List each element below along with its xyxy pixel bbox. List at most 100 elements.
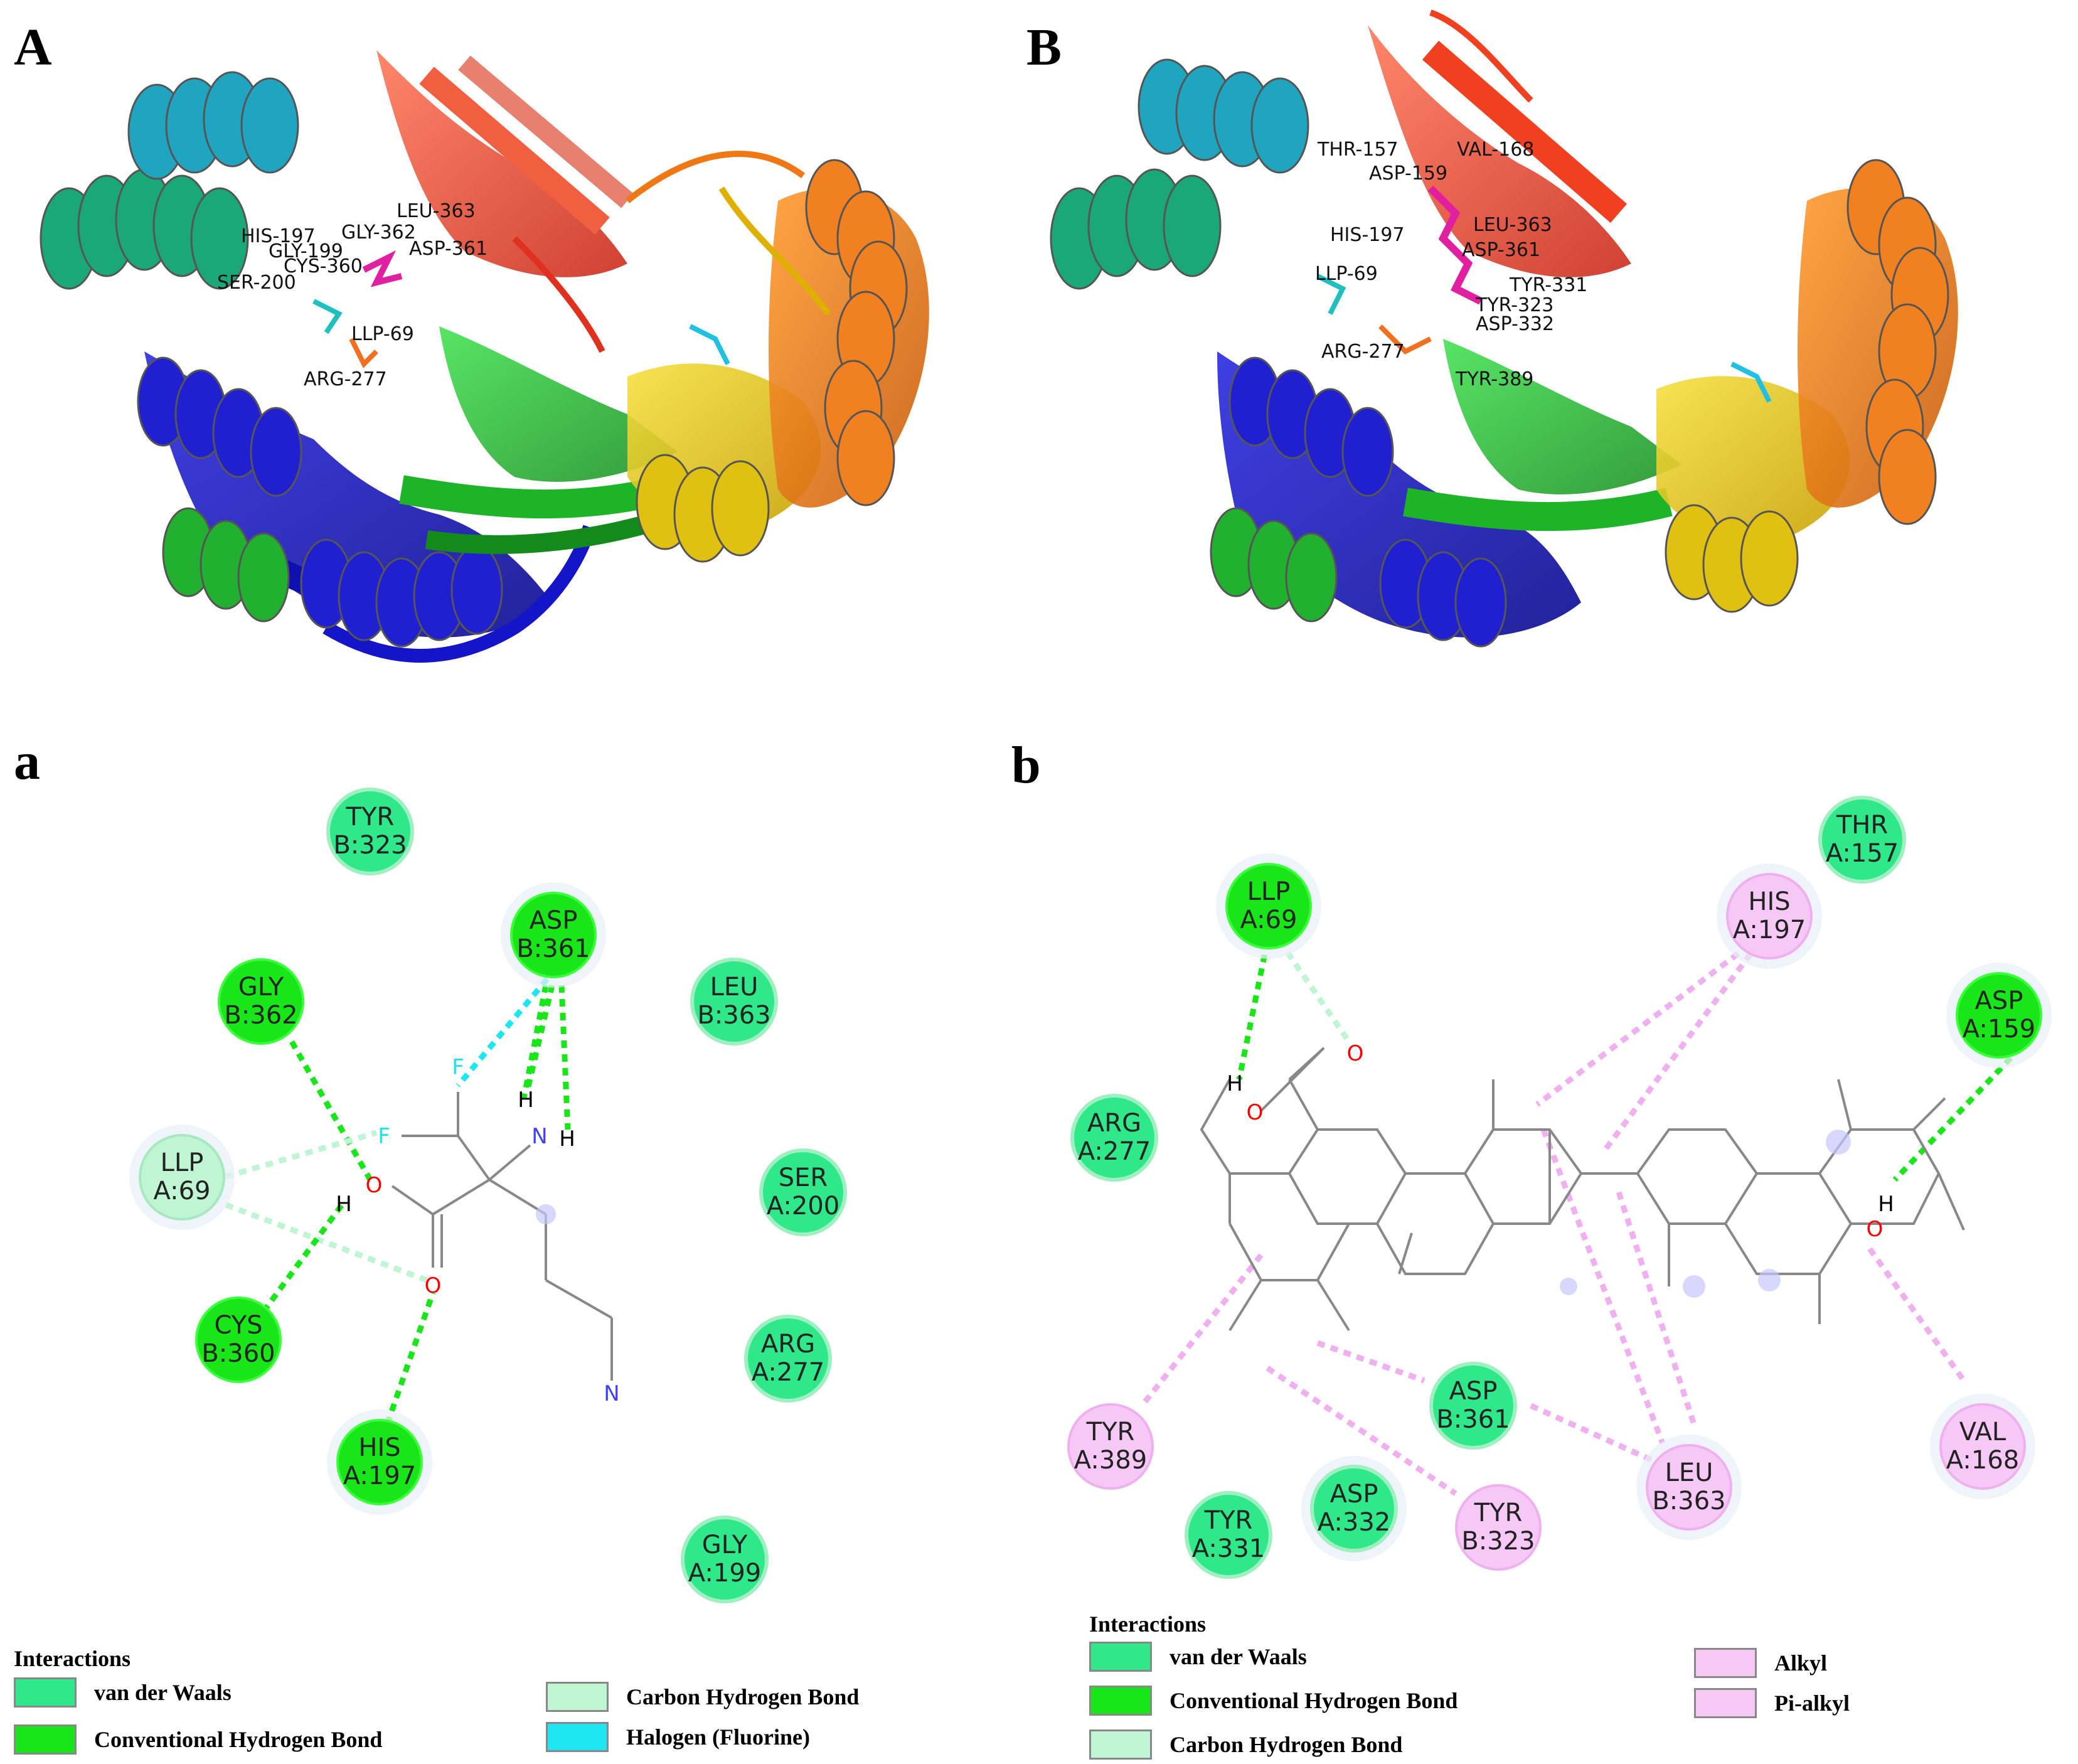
legend-swatch (14, 1677, 77, 1708)
legend-swatch (546, 1722, 609, 1752)
panel-letter-b: b (1011, 736, 1041, 794)
residue-id: B:361 (516, 934, 590, 963)
residue-name: HIS (1748, 887, 1790, 916)
atom-H2: H (559, 1126, 575, 1152)
legend-swatch (14, 1724, 77, 1755)
residue-id: B:362 (224, 1001, 297, 1030)
legend-swatch (1089, 1729, 1152, 1760)
legend-label: van der Waals (94, 1680, 232, 1705)
panel-letter-a: a (14, 732, 40, 791)
residue-id: B:363 (1652, 1487, 1725, 1515)
legend-b-title: Interactions (1089, 1612, 1206, 1637)
label-B-asp361: ASP-361 (1462, 239, 1541, 261)
atom-F1: F (452, 1055, 464, 1080)
legend-swatch (1089, 1686, 1152, 1716)
residue-id: A:69 (1240, 906, 1297, 934)
legend-b-vdw: van der Waals (1089, 1642, 1307, 1672)
label-A-gly199: GLY-199 (269, 240, 343, 262)
residue-id: A:197 (343, 1462, 416, 1490)
residue-name: TYR (346, 803, 395, 831)
residue-id: B:323 (1461, 1527, 1535, 1556)
residue-a-gly-b362: GLY B:362 (218, 958, 304, 1045)
label-B-val168: VAL-168 (1457, 139, 1535, 161)
label-A-leu363: LEU-363 (397, 200, 476, 222)
residue-id: A:332 (1318, 1508, 1390, 1537)
label-B-tyr331: TYR-331 (1510, 274, 1588, 296)
label-B-asp332: ASP-332 (1476, 313, 1555, 335)
legend-swatch (1089, 1642, 1152, 1672)
residue-id: A:200 (767, 1192, 839, 1221)
residue-id: A:277 (752, 1358, 824, 1387)
label-B-tyr389: TYR-389 (1456, 368, 1534, 390)
legend-a-carbon-hbond: Carbon Hydrogen Bond (546, 1682, 859, 1712)
legend-label: van der Waals (1170, 1644, 1307, 1669)
residue-a-arg-a277: ARG A:277 (744, 1315, 832, 1403)
residue-name: LEU (710, 973, 759, 1002)
residue-b-asp-b361: ASP B:361 (1429, 1362, 1517, 1450)
residue-b-asp-a159: ASP A:159 (1946, 963, 2052, 1068)
legend-b-conventional-hbond: Conventional Hydrogen Bond (1089, 1686, 1457, 1716)
panel-letter-B: B (1026, 18, 1062, 77)
residue-name: ARG (761, 1330, 815, 1359)
ligand-skeleton-a (391, 1092, 613, 1381)
label-B-leu363: LEU-363 (1473, 214, 1552, 236)
label-A-llp69: LLP-69 (351, 323, 414, 345)
atom-H-acid: H (1227, 1071, 1243, 1096)
label-A-his197: HIS-197 (241, 225, 316, 247)
residue-b-his-a197: HIS A:197 (1717, 863, 1822, 969)
residue-b-tyr-a331: TYR A:331 (1185, 1491, 1272, 1579)
legend-a-conventional-hbond: Conventional Hydrogen Bond (14, 1724, 382, 1755)
label-A-asp361: ASP-361 (409, 238, 488, 260)
residue-a-cys-b360: CYS B:360 (195, 1296, 282, 1383)
residue-id: A:197 (1733, 916, 1806, 944)
residue-a-tyr-b323: TYR B:323 (326, 788, 414, 875)
legend-b-carbon-hbond: Carbon Hydrogen Bond (1089, 1729, 1402, 1760)
residue-name: GLY (238, 973, 284, 1002)
residue-id: A:168 (1946, 1446, 2019, 1475)
label-A-cys360: CYS-360 (284, 255, 363, 277)
residue-b-val-a168: VAL A:168 (1930, 1394, 2035, 1499)
residue-name: THR (1836, 811, 1888, 840)
legend-a-title: Interactions (14, 1646, 131, 1671)
atom-O-carbonyl: O (1347, 1041, 1364, 1066)
atom-F2: F (378, 1124, 390, 1149)
residue-id: A:69 (153, 1177, 210, 1205)
legend-label: Halogen (Fluorine) (626, 1724, 810, 1750)
atom-O-hydroxyl: O (1247, 1100, 1264, 1125)
residue-name: LLP (161, 1148, 204, 1177)
protein-A (40, 50, 929, 663)
label-B-his197: HIS-197 (1330, 224, 1405, 246)
atom-O1: O (366, 1173, 383, 1198)
legend-swatch (546, 1682, 609, 1712)
interaction-lines-a (225, 977, 571, 1438)
residue-b-tyr-b323: TYR B:323 (1455, 1484, 1542, 1571)
residue-id: A:157 (1826, 839, 1899, 868)
atom-N1: N (531, 1124, 547, 1149)
label-B-arg277: ARG-277 (1321, 341, 1405, 363)
label-A-arg277: ARG-277 (304, 368, 387, 390)
residue-id: A:159 (1963, 1015, 2035, 1044)
label-B-asp159: ASP-159 (1369, 163, 1448, 184)
residue-a-asp-b361: ASP B:361 (501, 882, 606, 988)
legend-a-halogen: Halogen (Fluorine) (546, 1722, 810, 1752)
legend-label: Alkyl (1774, 1650, 1828, 1676)
residue-id: B:361 (1436, 1405, 1510, 1434)
ligand-skeleton-b (1200, 1047, 1965, 1332)
residue-id: B:323 (333, 831, 407, 860)
legend-label: Conventional Hydrogen Bond (1170, 1688, 1458, 1713)
residue-b-arg-a277: ARG A:277 (1070, 1094, 1158, 1182)
legend-b-pi-alkyl: Pi-alkyl (1694, 1688, 1850, 1718)
panel-letter-A: A (14, 18, 52, 77)
residue-name: TYR (1204, 1506, 1253, 1535)
residue-name: VAL (1959, 1418, 2006, 1446)
interaction-lines-b (1139, 939, 2023, 1496)
atom-O-alcohol: O (1867, 1217, 1884, 1242)
legend-a-vdw: van der Waals (14, 1677, 232, 1708)
atom-O2: O (425, 1273, 442, 1298)
residue-name: ASP (530, 906, 578, 935)
residue-id: A:331 (1192, 1534, 1265, 1563)
residue-name: CYS (214, 1311, 262, 1340)
residue-a-gly-a199: GLY A:199 (681, 1515, 769, 1603)
